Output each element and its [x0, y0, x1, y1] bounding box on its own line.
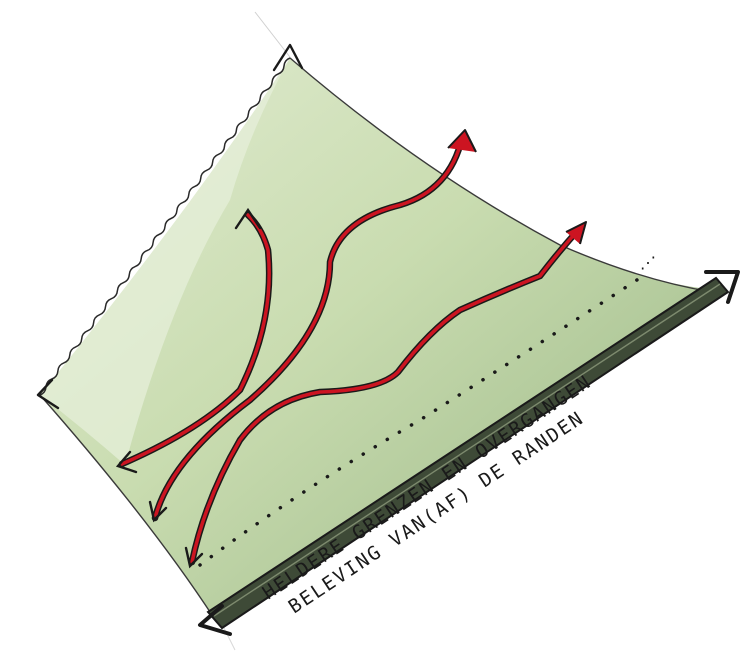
small-mark: ⋰	[640, 253, 656, 272]
arrow-head-icon	[448, 130, 476, 152]
